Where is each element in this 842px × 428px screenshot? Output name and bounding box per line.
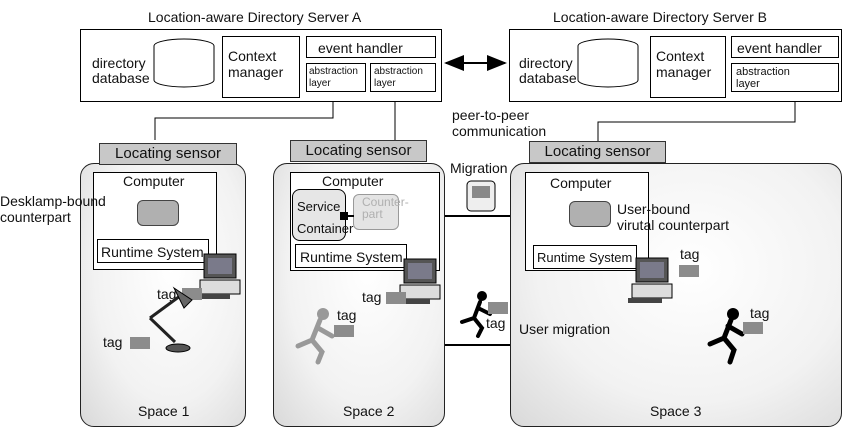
space-2-tag-label-1: tag — [362, 289, 382, 305]
server-b-abstraction-layer: abstraction layer — [736, 66, 790, 90]
space-3-runtime: Runtime System — [537, 250, 633, 265]
space-2-name: Space 2 — [343, 403, 395, 419]
migrating-tag-label: tag — [486, 315, 506, 331]
server-b-event-handler-box — [731, 36, 839, 58]
space-2-runtime-box — [295, 244, 407, 268]
space-2-runtime: Runtime System — [300, 249, 403, 265]
server-a-title: Location-aware Directory Server A — [148, 9, 362, 25]
space-2-sensor: Locating sensor — [290, 140, 427, 162]
p2p-label: peer-to-peer communication — [452, 107, 547, 139]
user-bound-counterpart-label: User-bound virutal counterpart — [617, 201, 730, 233]
server-a-directory-db: directory database — [92, 55, 150, 86]
space-3-runtime-box — [533, 245, 637, 269]
server-a-context-manager-box — [222, 36, 300, 98]
server-a-event-handler: event handler — [318, 40, 403, 56]
space-1-name: Space 1 — [138, 403, 190, 419]
server-b-title: Location-aware Directory Server B — [553, 9, 767, 25]
user-migration-label: User migration — [519, 321, 611, 337]
server-a-event-handler-box — [306, 36, 436, 58]
server-b-context-manager-box — [650, 36, 726, 98]
space-2-tag-1 — [386, 292, 406, 304]
service-container: Service Container — [297, 199, 354, 236]
server-a-abstraction-layer-1-box — [306, 63, 366, 92]
server-b-directory-db: directory database — [519, 55, 577, 86]
space-1-runtime: Runtime System — [101, 244, 204, 260]
server-b-context-manager: Context manager — [656, 48, 712, 80]
desklamp-counterpart-label: Desklamp-bound counterpart — [0, 193, 106, 225]
space-1-tag-label-1: tag — [157, 286, 177, 302]
migration-label: Migration — [450, 160, 508, 176]
migrating-tag — [488, 302, 508, 314]
space-2-tag-2 — [334, 325, 354, 337]
server-a-abstraction-layer-1: abstraction layer — [309, 66, 358, 89]
space-3-tag-1 — [679, 265, 699, 277]
space-1-computer: Computer — [123, 173, 185, 189]
user-bound-counterpart — [569, 201, 611, 227]
space-1-sensor: Locating sensor — [99, 143, 237, 165]
server-b-event-handler: event handler — [737, 40, 822, 56]
server-a-context-manager: Context manager — [228, 48, 284, 80]
space-3-computer: Computer — [550, 175, 612, 191]
counterpart-box — [353, 194, 399, 230]
space-3-name: Space 3 — [650, 403, 702, 419]
server-a-abstraction-layer-2-box — [370, 63, 436, 92]
desklamp-counterpart — [137, 200, 179, 226]
server-a-abstraction-layer-2: abstraction layer — [374, 66, 423, 89]
space-1-tag-label-2: tag — [103, 334, 123, 350]
counterpart-label: Counter- part — [362, 195, 409, 221]
space-3-tag-label-2: tag — [750, 305, 770, 321]
space-3-sensor: Locating sensor — [529, 141, 666, 163]
space-2-computer: Computer — [322, 173, 384, 189]
link-server-b-sensor-3 — [597, 92, 796, 141]
space-2-tag-label-2: tag — [337, 307, 357, 323]
service-container-box — [292, 189, 346, 241]
space-3-tag-label-1: tag — [680, 246, 700, 262]
space-3-tag-2 — [743, 322, 763, 334]
link-server-a-sensor-1 — [154, 92, 334, 140]
space-1-runtime-box — [97, 239, 209, 263]
server-b-abstraction-layer-box — [731, 63, 839, 92]
space-1-tag-2 — [130, 337, 150, 349]
